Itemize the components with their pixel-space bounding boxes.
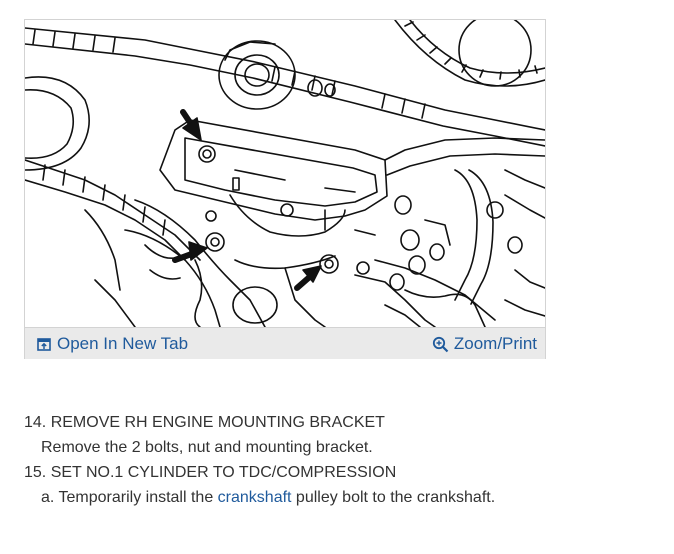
step-14-body: Remove the 2 bolts, nut and mounting bra… [41,439,373,456]
magnifier-icon [432,336,449,352]
open-in-new-tab-button[interactable]: Open In New Tab [37,333,188,355]
open-in-new-tab-label: Open In New Tab [57,334,189,353]
figure-card: Open In New Tab Zoom/Print [24,19,546,359]
open-new-tab-icon [37,337,51,351]
procedure-steps: 14. REMOVE RH ENGINE MOUNTING BRACKET Re… [24,410,644,510]
figure-toolbar: Open In New Tab Zoom/Print [25,327,545,359]
step-15a-body: a. Temporarily install the crankshaft pu… [24,485,644,510]
step-15-heading: 15. SET NO.1 CYLINDER TO TDC/COMPRESSION [24,464,397,481]
crankshaft-link[interactable]: crankshaft [217,489,292,506]
step-15a-suffix: pulley bolt to the crankshaft. [291,489,496,506]
zoom-print-label: Zoom/Print [453,334,537,353]
zoom-print-button[interactable]: Zoom/Print [432,333,537,355]
engine-diagram-image[interactable] [25,20,545,327]
step-15a-prefix: a. Temporarily install the [41,489,218,506]
step-14-heading: 14. REMOVE RH ENGINE MOUNTING BRACKET [24,414,385,431]
